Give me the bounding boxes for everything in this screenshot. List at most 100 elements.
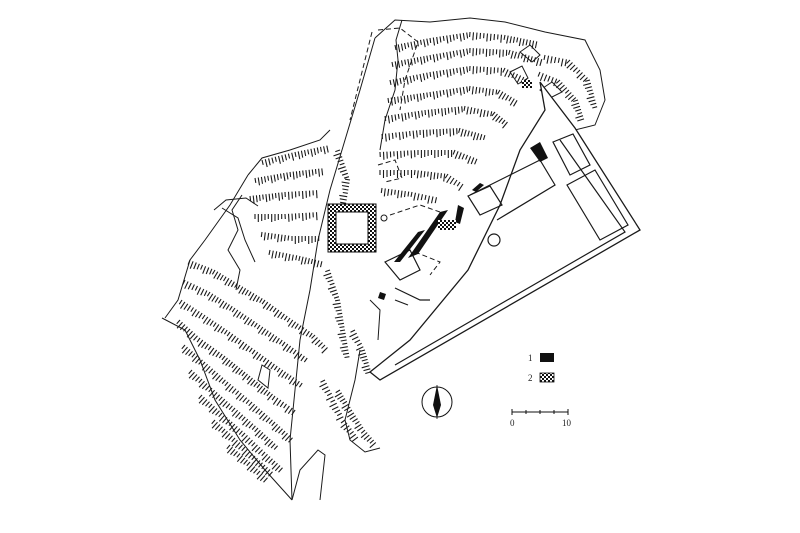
hachure-tick [231, 439, 238, 447]
hachure-tick [321, 386, 329, 391]
hachure-tick [261, 328, 267, 335]
hachure-tick [244, 437, 251, 444]
hachure-tick [485, 88, 488, 97]
hachure-tick [235, 367, 241, 374]
hachure-tick [403, 42, 407, 50]
hachure-tick [339, 169, 347, 173]
hachure-tick [301, 190, 304, 200]
hachure-tick [260, 434, 266, 440]
hachure-tick [289, 347, 294, 354]
hachure-tick [582, 77, 588, 83]
hachure-tick [263, 477, 268, 483]
hachure-tick [287, 191, 290, 200]
hachure-tick [576, 72, 583, 79]
hachure-tick [267, 361, 273, 369]
hachure-tick [288, 253, 291, 262]
hachure-tick [268, 419, 273, 424]
hachure-tick [291, 152, 295, 161]
hachure-tick [343, 176, 350, 179]
hachure-tick [227, 279, 233, 287]
north-arrow-icon [421, 385, 453, 419]
hachure-tick [274, 251, 278, 259]
hachure-tick [228, 435, 233, 441]
hachure-tick [456, 181, 461, 187]
hachure-tick [419, 39, 422, 45]
hachure-tick [505, 94, 510, 101]
hachure-tick [472, 132, 477, 141]
hachure-tick [411, 111, 413, 117]
hachure-tick [535, 58, 540, 67]
hachure-tick [252, 406, 258, 413]
hachure-tick [238, 369, 243, 376]
hachure-tick [319, 261, 323, 268]
hachure-tick [184, 281, 189, 289]
hachure-tick [291, 321, 297, 328]
hachure-tick [390, 189, 393, 196]
hachure-tick [228, 421, 233, 427]
hachure-tick [286, 172, 289, 180]
hachure-tick [268, 249, 271, 256]
hachure-tick [463, 105, 466, 112]
hachure-tick [238, 430, 243, 435]
hachure-tick [543, 54, 546, 61]
hachure-tick [406, 76, 409, 85]
hachure-tick [557, 57, 560, 63]
hachure-tick [245, 420, 251, 427]
hachure-tick [366, 437, 372, 442]
hachure-tick [277, 369, 284, 377]
hachure-tick [432, 54, 436, 63]
hachure-tick [315, 190, 318, 199]
hachure-tick [275, 337, 280, 344]
scale-start-label: 0 [510, 418, 515, 428]
hachure-tick [360, 432, 368, 439]
hachure-tick [345, 178, 351, 181]
hachure-tick [236, 455, 243, 463]
hachure-tick [583, 82, 592, 86]
hachure-tick [274, 426, 281, 433]
hachure-tick [590, 102, 597, 106]
hachure-tick [225, 403, 231, 409]
hachure-tick [268, 158, 271, 166]
hachure-tick [525, 39, 528, 46]
hachure-tick [267, 393, 273, 401]
hachure-tick [215, 351, 220, 358]
hachure-tick [283, 315, 288, 321]
hachure-tick [334, 392, 342, 398]
hachure-tick [329, 282, 335, 286]
hachure-tick [588, 92, 594, 96]
hachure-tick [412, 75, 416, 82]
hachure-tick [369, 442, 377, 449]
hachure-tick [213, 324, 220, 332]
hachure-tick [232, 365, 238, 373]
hachure-tick [449, 68, 452, 76]
hachure-tick [268, 471, 273, 477]
hachure-tick [221, 430, 228, 438]
hachure-tick [340, 339, 347, 342]
hachure-tick [413, 57, 416, 64]
hachure-tick [342, 188, 349, 191]
hachure-tick [271, 423, 278, 431]
hachure-tick [453, 179, 458, 186]
hachure-tick [198, 378, 203, 384]
hachure-tick [351, 336, 359, 341]
hachure-tick [501, 119, 506, 125]
hachure-tick [307, 258, 310, 265]
hachure-tick [451, 107, 453, 113]
hachure-tick [197, 339, 204, 347]
hachure-tick [537, 71, 541, 77]
hachure-tick [267, 232, 270, 240]
hachure-tick [215, 394, 221, 400]
hachure-tick [407, 191, 410, 197]
dashed-path [349, 27, 441, 276]
hachure-tick [336, 412, 342, 417]
hachure-tick [263, 359, 270, 367]
hachure-tick [452, 50, 455, 57]
hachure-tick [339, 326, 345, 329]
hachure-tick [277, 155, 281, 164]
hachure-tick [495, 89, 498, 95]
hachure-tick [270, 443, 276, 449]
hachure-tick [287, 153, 291, 159]
hachure-tick [422, 92, 425, 99]
hachure-tick [232, 425, 238, 432]
